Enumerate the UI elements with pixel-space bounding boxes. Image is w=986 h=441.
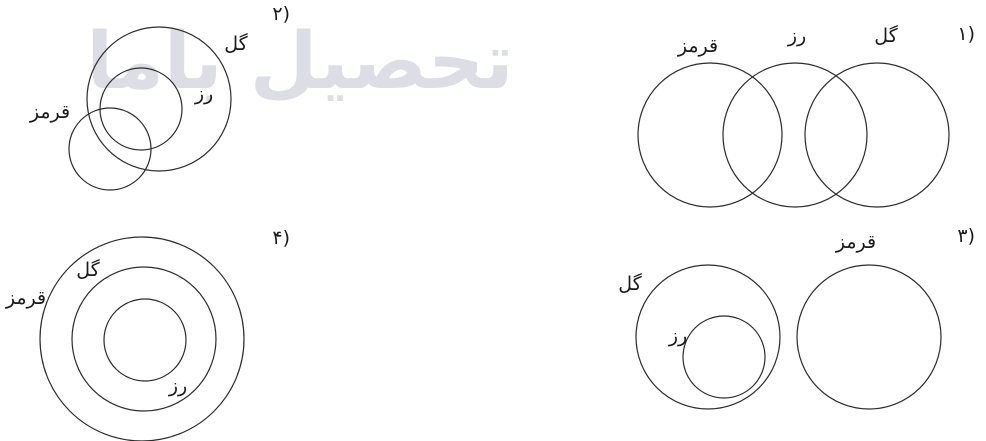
option-4-label-red: قرمز (5, 287, 46, 309)
option-1-label-red: قرمز (677, 35, 718, 57)
option-1-circle-rose (804, 62, 950, 208)
option-3-number: ۳) (957, 225, 975, 247)
option-4-label-flower: رز (168, 375, 187, 397)
option-4[interactable]: ۴) قرمز گل رز (5, 227, 290, 441)
option-3-circle-flower (682, 315, 766, 399)
option-3-label-flower: رز (668, 325, 687, 347)
option-1-circle-red (637, 62, 783, 208)
option-2-label-rose: گل (224, 32, 248, 55)
option-2[interactable]: ۲) گل رز قرمز (29, 3, 290, 191)
option-2-number: ۲) (272, 3, 290, 25)
option-4-label-rose: گل (76, 258, 100, 281)
option-4-number: ۴) (272, 227, 290, 249)
option-2-label-red: قرمز (29, 101, 70, 123)
option-2-circle-red (68, 107, 152, 191)
watermark-logo: تحصیل ‌باما (86, 17, 513, 107)
option-3-circle-red (796, 264, 942, 410)
option-4-circle-rose (71, 266, 217, 412)
option-2-circle-rose (86, 26, 232, 172)
option-3-circle-rose (635, 264, 781, 410)
option-4-circle-red (39, 236, 245, 441)
option-2-label-flower: رز (194, 83, 213, 105)
option-1-circle-flower (722, 62, 868, 208)
option-3[interactable]: ۳) گل رز قرمز (618, 225, 975, 410)
option-1-label-rose: گل (874, 24, 898, 47)
option-1[interactable]: ۱) قرمز رز گل (637, 23, 975, 208)
option-4-circle-flower (103, 298, 187, 382)
option-1-label-flower: رز (787, 25, 806, 47)
option-3-label-rose: گل (618, 272, 642, 295)
option-1-number: ۱) (957, 23, 975, 45)
option-3-label-red: قرمز (835, 231, 876, 253)
